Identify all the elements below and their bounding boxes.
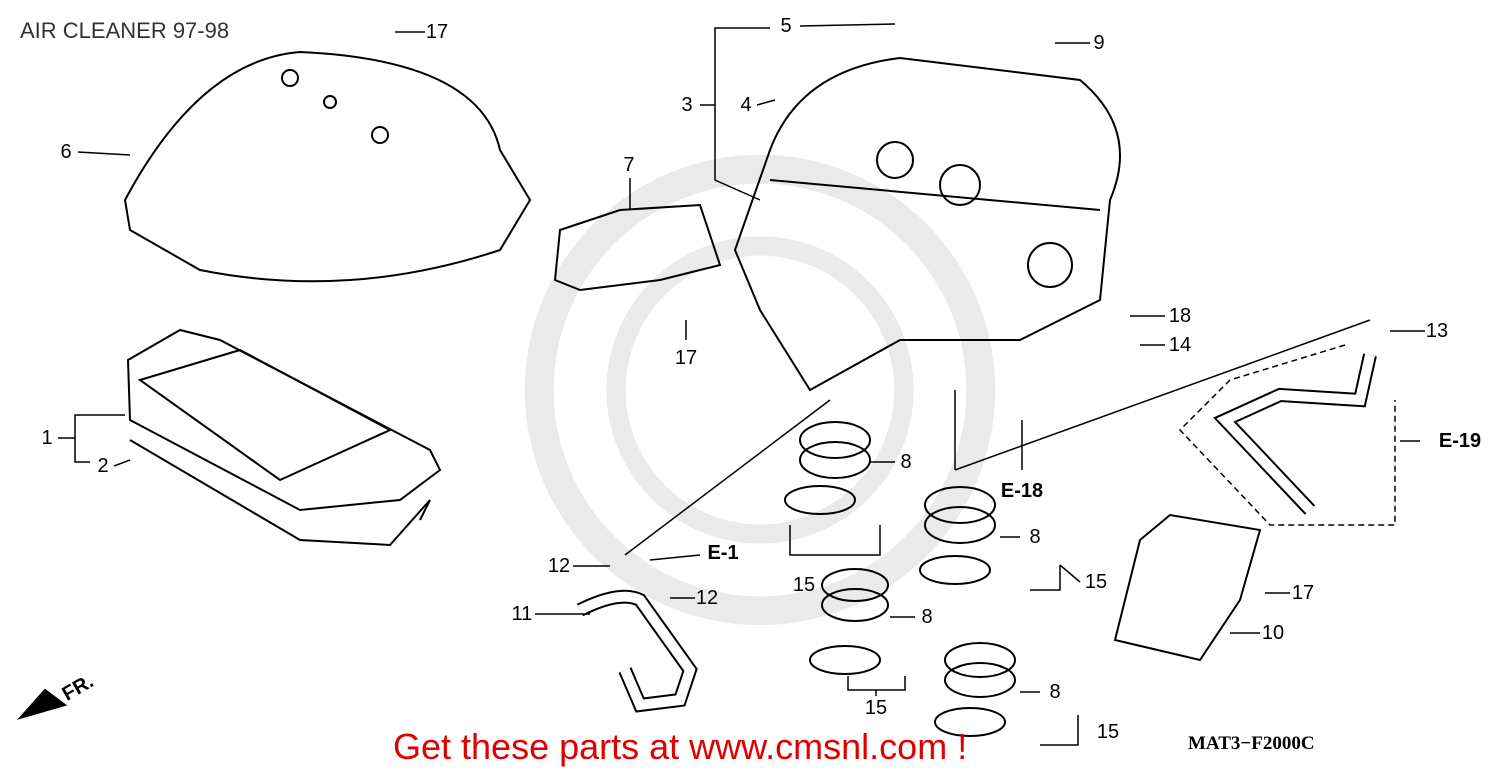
cms-watermark-logo xyxy=(524,154,996,626)
callout-9: 9 xyxy=(1093,32,1105,54)
callout-12: 12 xyxy=(547,555,571,577)
callout-8: 8 xyxy=(900,451,912,473)
callout-7: 7 xyxy=(623,154,635,176)
callout-8: 8 xyxy=(1049,681,1061,703)
seal xyxy=(129,439,431,547)
ref-e19[interactable]: E-19 xyxy=(1438,430,1482,452)
callout-1: 1 xyxy=(41,427,53,449)
callout-12: 12 xyxy=(695,587,719,609)
connecting-tube xyxy=(799,421,871,459)
ref-e1[interactable]: E-1 xyxy=(707,542,739,564)
callout-11: 11 xyxy=(511,603,533,625)
intake-duct xyxy=(553,203,722,292)
callout-14: 14 xyxy=(1168,334,1192,356)
callout-18: 18 xyxy=(1168,305,1192,327)
callout-4: 4 xyxy=(740,94,752,116)
callout-15: 15 xyxy=(1084,571,1108,593)
callout-6: 6 xyxy=(60,141,72,163)
diagram-title: AIR CLEANER 97-98 xyxy=(20,18,230,43)
callout-8: 8 xyxy=(921,606,933,628)
callout-5: 5 xyxy=(780,15,792,37)
ref-e18[interactable]: E-18 xyxy=(1000,480,1044,502)
callout-10: 10 xyxy=(1261,622,1285,644)
callout-17: 17 xyxy=(425,21,449,43)
diagram-code: MAT3−F2000C xyxy=(1188,733,1315,754)
promo-banner-link[interactable]: Get these parts at www.cmsnl.com ! xyxy=(393,726,968,767)
callout-15: 15 xyxy=(792,574,816,596)
fr-arrow xyxy=(16,688,68,720)
callout-15: 15 xyxy=(864,697,888,719)
callout-13: 13 xyxy=(1425,320,1449,342)
callout-8: 8 xyxy=(1029,526,1041,548)
air-cleaner-element xyxy=(126,328,442,512)
callout-17: 17 xyxy=(674,347,698,369)
callout-2: 2 xyxy=(97,455,109,477)
air-cleaner-case xyxy=(733,56,1121,392)
callout-17: 17 xyxy=(1291,582,1315,604)
intake-duct-rear xyxy=(1113,513,1262,662)
callout-15: 15 xyxy=(1096,721,1120,743)
callout-3: 3 xyxy=(681,94,693,116)
air-cleaner-cover xyxy=(123,50,532,283)
